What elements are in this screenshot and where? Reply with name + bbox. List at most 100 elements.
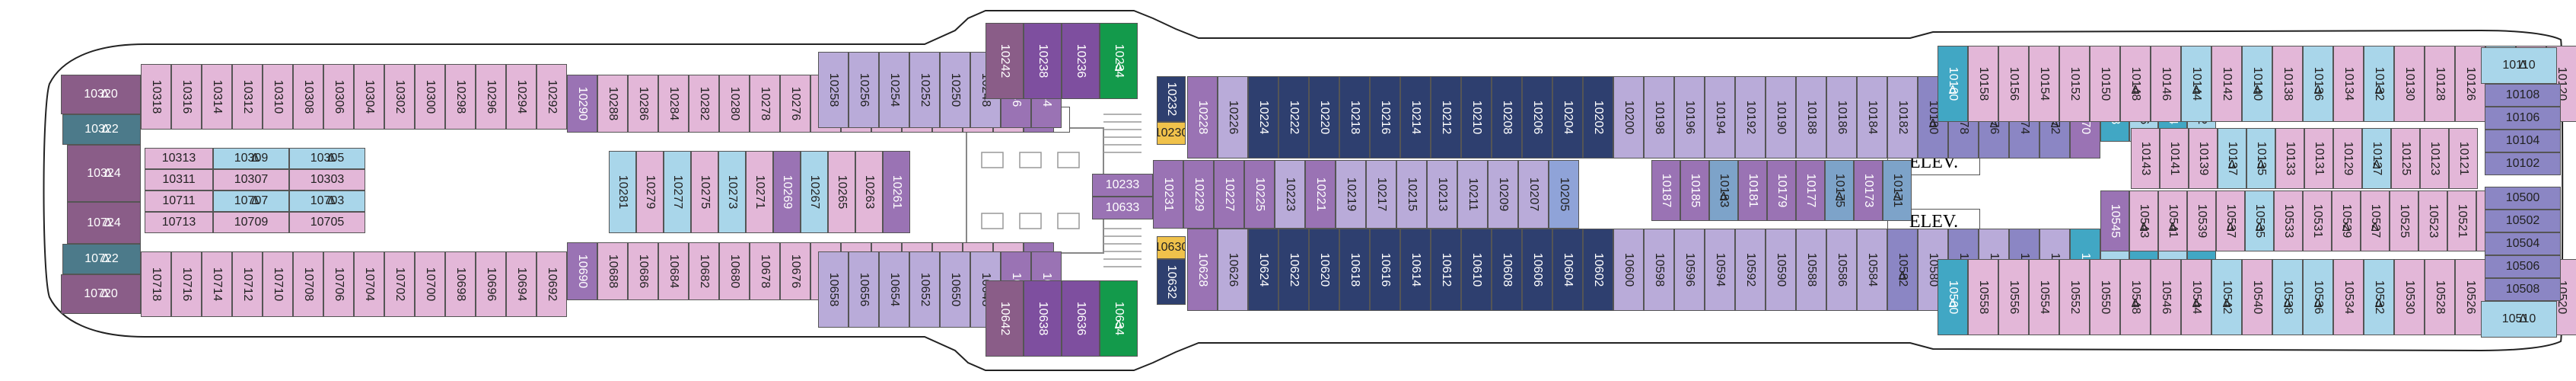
cabin-10598[interactable]: 10598	[1644, 229, 1674, 311]
cabin-10200[interactable]: 10200	[1613, 76, 1644, 158]
cabin-10152[interactable]: 10152	[2059, 46, 2090, 122]
cabin-10312[interactable]: 10312	[232, 64, 263, 130]
cabin-10284[interactable]: 10284	[658, 75, 689, 133]
cabin-10206[interactable]: 10206	[1522, 76, 1552, 158]
cabin-10602[interactable]: 10602	[1583, 229, 1613, 311]
cabin-10217[interactable]: 10217	[1366, 160, 1396, 229]
cabin-10250[interactable]: 10250	[940, 52, 970, 128]
cabin-10528[interactable]: 10528	[2425, 259, 2455, 335]
cabin-10500[interactable]: 10500	[2485, 187, 2561, 210]
cabin-10142[interactable]: 10142	[2211, 46, 2242, 122]
cabin-10294[interactable]: 10294	[506, 64, 537, 130]
cabin-10630[interactable]: 10630	[1157, 236, 1186, 259]
cabin-10196[interactable]: 10196	[1674, 76, 1705, 158]
cabin-10185[interactable]: 10185	[1680, 160, 1709, 221]
cabin-10620[interactable]: 10620	[1309, 229, 1339, 311]
cabin-10123[interactable]: 10123	[2420, 128, 2449, 189]
cabin-10311[interactable]: 10311	[145, 169, 213, 190]
cabin-10303[interactable]: 10303	[289, 169, 365, 190]
cabin-10696[interactable]: 10696	[476, 251, 506, 317]
cabin-10588[interactable]: 10588	[1796, 229, 1826, 311]
cabin-10604[interactable]: 10604	[1552, 229, 1583, 311]
cabin-10214[interactable]: 10214	[1400, 76, 1431, 158]
cabin-10688[interactable]: 10688	[597, 242, 628, 300]
cabin-10633[interactable]: 10633	[1092, 197, 1153, 219]
cabin-10638[interactable]: 10638	[1024, 280, 1062, 357]
cabin-10213[interactable]: 10213	[1427, 160, 1457, 229]
cabin-10221[interactable]: 10221	[1305, 160, 1336, 229]
cabin-10224[interactable]: 10224	[1248, 76, 1278, 158]
cabin-10222[interactable]: 10222	[1278, 76, 1309, 158]
cabin-10238[interactable]: 10238	[1024, 23, 1062, 99]
cabin-10126[interactable]: 10126	[2455, 46, 2485, 122]
cabin-10554[interactable]: 10554	[2029, 259, 2059, 335]
cabin-10146[interactable]: 10146	[2151, 46, 2181, 122]
cabin-10202[interactable]: 10202	[1583, 76, 1613, 158]
cabin-10220[interactable]: 10220	[1309, 76, 1339, 158]
cabin-10521[interactable]: 10521	[2447, 190, 2476, 251]
cabin-10676[interactable]: 10676	[780, 242, 810, 300]
cabin-10710[interactable]: 10710	[263, 251, 293, 317]
cabin-10714[interactable]: 10714	[202, 251, 232, 317]
cabin-10226[interactable]: 10226	[1218, 76, 1248, 158]
cabin-10698[interactable]: 10698	[445, 251, 476, 317]
cabin-10618[interactable]: 10618	[1339, 229, 1370, 311]
cabin-10506[interactable]: 10506	[2485, 255, 2561, 278]
cabin-10316[interactable]: 10316	[171, 64, 202, 130]
cabin-10556[interactable]: 10556	[1998, 259, 2029, 335]
cabin-10539[interactable]: 10539	[2187, 190, 2216, 251]
cabin-10586[interactable]: 10586	[1826, 229, 1857, 311]
cabin-10533[interactable]: 10533	[2274, 190, 2303, 251]
cabin-10502[interactable]: 10502	[2485, 210, 2561, 232]
cabin-10307[interactable]: 10307	[213, 169, 289, 190]
cabin-10523[interactable]: 10523	[2418, 190, 2447, 251]
cabin-10184[interactable]: 10184	[1857, 76, 1887, 158]
cabin-10154[interactable]: 10154	[2029, 46, 2059, 122]
cabin-10211[interactable]: 10211	[1457, 160, 1488, 229]
cabin-10296[interactable]: 10296	[476, 64, 506, 130]
cabin-10282[interactable]: 10282	[689, 75, 719, 133]
cabin-10526[interactable]: 10526	[2455, 259, 2485, 335]
cabin-10194[interactable]: 10194	[1705, 76, 1735, 158]
cabin-10318[interactable]: 10318	[141, 64, 171, 130]
cabin-10265[interactable]: 10265	[828, 151, 855, 233]
cabin-10558[interactable]: 10558	[1968, 259, 1998, 335]
cabin-10636[interactable]: 10636	[1062, 280, 1100, 357]
cabin-10256[interactable]: 10256	[849, 52, 879, 128]
cabin-10686[interactable]: 10686	[628, 242, 658, 300]
cabin-10306[interactable]: 10306	[323, 64, 354, 130]
cabin-10258[interactable]: 10258	[818, 52, 849, 128]
cabin-10252[interactable]: 10252	[909, 52, 940, 128]
cabin-10288[interactable]: 10288	[597, 75, 628, 133]
cabin-10525[interactable]: 10525	[2390, 190, 2418, 251]
cabin-10314[interactable]: 10314	[202, 64, 232, 130]
cabin-10130[interactable]: 10130	[2394, 46, 2425, 122]
cabin-10216[interactable]: 10216	[1370, 76, 1400, 158]
cabin-10652[interactable]: 10652	[909, 251, 940, 328]
cabin-10622[interactable]: 10622	[1278, 229, 1309, 311]
cabin-10187[interactable]: 10187	[1651, 160, 1680, 221]
cabin-10133[interactable]: 10133	[2275, 128, 2304, 189]
cabin-10271[interactable]: 10271	[746, 151, 773, 233]
cabin-10302[interactable]: 10302	[384, 64, 415, 130]
cabin-10552[interactable]: 10552	[2059, 259, 2090, 335]
cabin-10198[interactable]: 10198	[1644, 76, 1674, 158]
